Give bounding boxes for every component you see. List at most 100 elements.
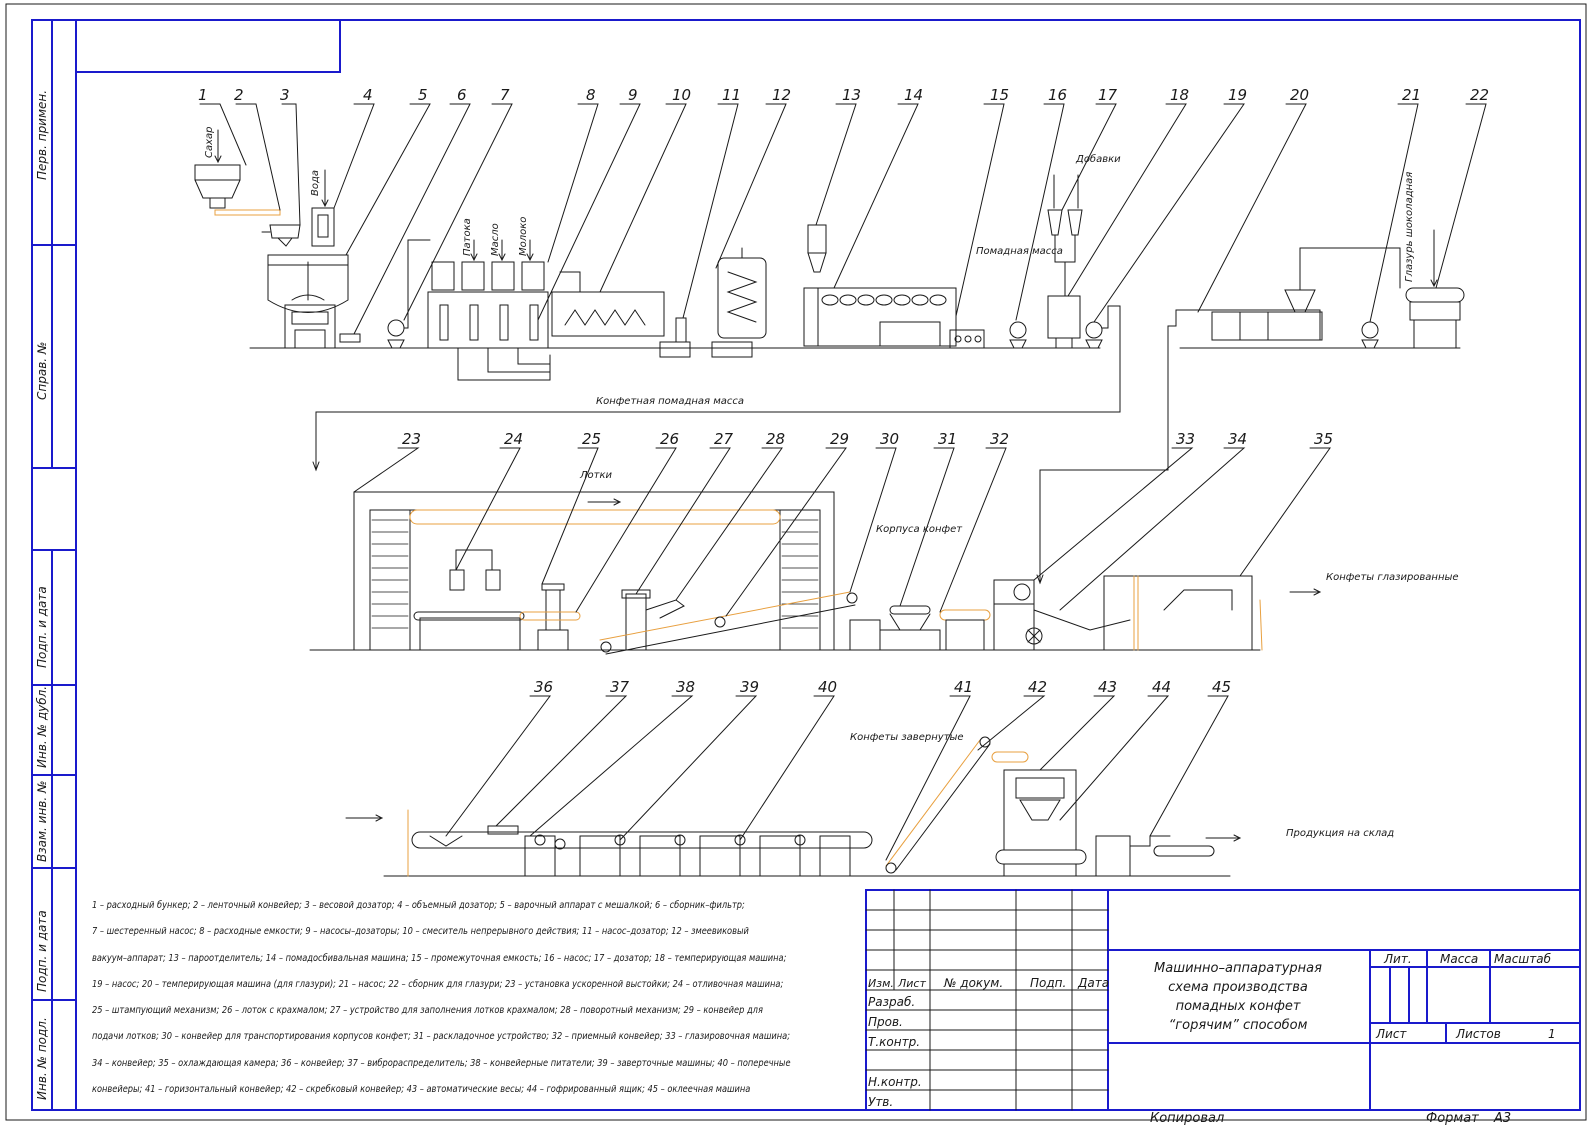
num-35: 35 [1314,430,1333,448]
legend-line: 25 – штампующий механизм; 26 – лоток с к… [92,1005,763,1017]
stamp-inv-podl: Инв. № подл. [35,1017,49,1100]
label-candy-bodies: Корпуса конфет [876,524,963,535]
side-stamps: Перв. примен. Справ. № Подп. и дата Инв.… [35,90,49,1100]
legend-line: 1 – расходный бункер; 2 – ленточный конв… [92,900,745,911]
num-5: 5 [418,86,428,104]
num-2: 2 [234,86,244,104]
tb-listov-value: 1 [1548,1027,1556,1041]
tb-nkontr: Н.контр. [868,1075,922,1089]
num-6: 6 [457,86,467,104]
num-19: 19 [1228,86,1247,104]
num-21: 21 [1402,86,1421,104]
num-28: 28 [766,430,785,448]
num-22: 22 [1470,86,1489,104]
title-block-texts: Изм. Лист № докум. Подп. Дата Разраб. Пр… [868,952,1556,1109]
num-39: 39 [740,678,759,696]
stamp-podp-data-1: Подп. и дата [35,586,49,668]
footer-format-value: А3 [1493,1111,1511,1126]
num-27: 27 [714,430,734,448]
num-4: 4 [363,86,373,104]
legend-line: 19 – насос; 20 – темперирующая машина (д… [92,978,784,990]
num-14: 14 [904,86,923,104]
num-42: 42 [1028,678,1047,696]
num-31: 31 [938,430,957,448]
label-milk: Молоко [518,217,529,256]
inner-frame [31,19,1581,1111]
tb-title-3: помадных конфет [1176,999,1301,1014]
tb-title-4: “горячим” способом [1169,1018,1308,1033]
tb-podp: Подп. [1030,976,1066,990]
tb-masshtab: Масштаб [1494,952,1552,966]
flow-labels: Сахар Вода Патока Масло Молоко Добавки П… [204,126,1459,839]
num-17: 17 [1098,86,1118,104]
tb-utv: Утв. [868,1095,893,1109]
tb-list: Лист [897,977,926,990]
tb-tkontr: Т.контр. [868,1035,920,1049]
footer: Копировал Формат А3 [1150,1111,1511,1126]
tb-izm: Изм. [868,977,894,990]
label-fondant-mass: Помадная масса [976,246,1063,257]
label-water: Вода [310,170,321,196]
tb-prov: Пров. [868,1015,903,1029]
num-10: 10 [672,86,691,104]
tb-lit: Лит. [1383,952,1412,966]
num-33: 33 [1176,430,1195,448]
tb-title-1: Машинно–аппаратурная [1154,961,1322,976]
label-glaze: Глазурь шоколадная [1404,172,1415,282]
num-30: 30 [880,430,899,448]
tb-massa: Масса [1440,952,1478,966]
num-38: 38 [676,678,695,696]
tb-title-2: схема производства [1168,980,1308,995]
legend-line: конвейеры; 41 – горизонтальный конвейер;… [92,1084,751,1096]
row1-equipment [194,164,1465,584]
label-trays: Лотки [579,470,613,481]
label-butter: Масло [490,223,501,256]
title-block-grid [865,889,1109,1111]
stamp-inv-dubl: Инв. № дубл. [35,686,49,768]
num-43: 43 [1098,678,1117,696]
stamp-sprav-no: Справ. № [35,342,49,400]
row3-equipment [383,736,1231,877]
legend-line: 34 – конвейер; 35 – охлаждающая камера; … [92,1057,791,1069]
num-32: 32 [990,430,1009,448]
label-additives: Добавки [1075,153,1121,165]
num-13: 13 [842,86,861,104]
num-18: 18 [1170,86,1189,104]
label-sugar: Сахар [204,126,215,158]
num-16: 16 [1048,86,1067,104]
num-36: 36 [534,678,553,696]
num-11: 11 [722,86,741,104]
equipment-numbers: 1 2 3 4 5 6 7 8 9 10 11 12 13 14 15 16 1… [198,86,1489,696]
row2-equipment [309,491,1263,655]
num-1: 1 [198,86,208,104]
legend-line: 7 – шестеренный насос; 8 – расходные емк… [92,926,749,938]
footer-format-label: Формат [1426,1111,1479,1126]
label-glazed-candies: Конфеты глазированные [1326,572,1459,583]
row3-arrows [345,814,1242,842]
stamp-perv-primen: Перв. примен. [35,90,49,180]
num-29: 29 [830,430,849,448]
outer-frame [5,3,1587,1121]
tb-list-label: Лист [1375,1027,1407,1041]
row2-arrows [587,498,1322,596]
num-26: 26 [660,430,679,448]
tb-listov-label: Листов [1455,1027,1501,1041]
legend-line: подачи лотков; 30 – конвейер для транспо… [92,1031,791,1043]
num-34: 34 [1228,430,1247,448]
num-44: 44 [1152,678,1171,696]
num-23: 23 [402,430,421,448]
tb-razrab: Разраб. [868,995,915,1009]
label-molasses: Патока [462,218,473,256]
footer-copied: Копировал [1150,1111,1224,1126]
tb-data: Дата [1077,976,1109,990]
stamp-vzam-inv: Взам. инв. № [35,781,49,862]
leader-lines [199,103,1487,861]
equipment-legend: 1 – расходный бункер; 2 – ленточный конв… [92,893,791,1103]
num-8: 8 [586,86,596,104]
num-20: 20 [1290,86,1309,104]
num-37: 37 [610,678,630,696]
num-3: 3 [280,86,290,104]
num-25: 25 [582,430,601,448]
